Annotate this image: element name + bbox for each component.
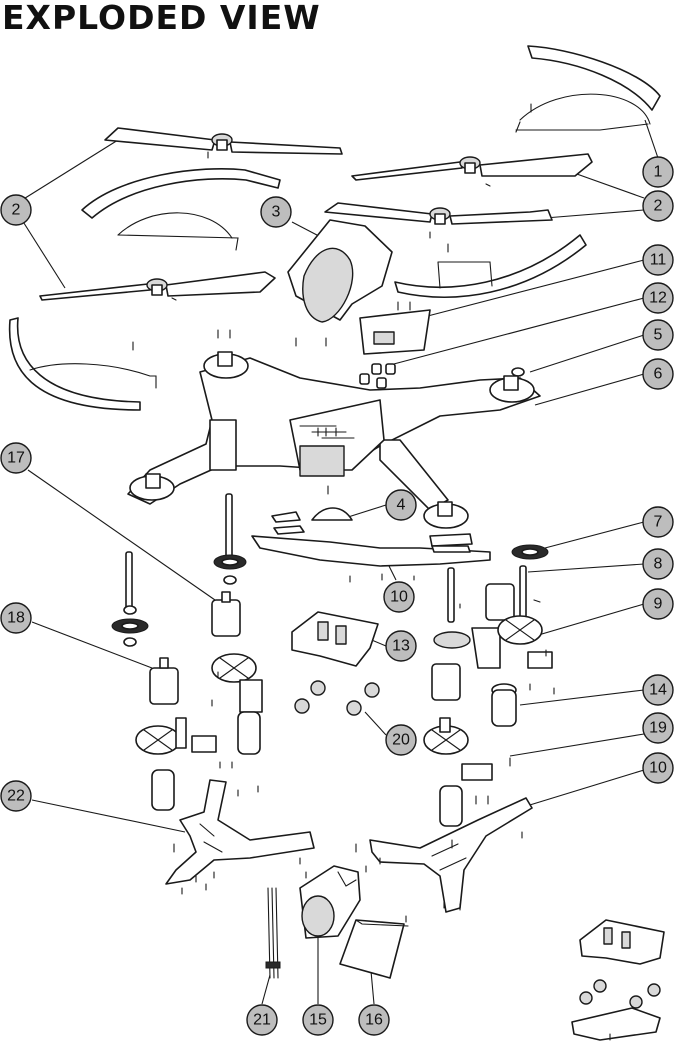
- propeller-left: [40, 272, 275, 300]
- circuit-board: [360, 310, 430, 354]
- callout-2-right: 2: [643, 191, 673, 221]
- callout-15: 15: [303, 1005, 333, 1035]
- callout-9: 9: [643, 589, 673, 619]
- svg-text:10: 10: [390, 589, 408, 606]
- callout-22: 22: [1, 781, 31, 811]
- propeller-top-right: [352, 154, 592, 180]
- gear-7: [512, 545, 548, 559]
- gear-housing-lower-right: [424, 718, 492, 826]
- prop-guard-top-right: [516, 46, 660, 132]
- callout-10-lower: 10: [643, 753, 673, 783]
- prop-guard-middle-right: [395, 235, 586, 297]
- callout-18: 18: [1, 603, 31, 633]
- svg-text:6: 6: [654, 366, 663, 383]
- callout-11: 11: [643, 245, 673, 275]
- svg-text:18: 18: [7, 610, 25, 627]
- callout-20: 20: [386, 725, 416, 755]
- svg-text:1: 1: [654, 164, 663, 181]
- callout-6: 6: [643, 359, 673, 389]
- svg-text:8: 8: [654, 556, 663, 573]
- battery: [340, 920, 408, 978]
- motor-17: [212, 592, 240, 636]
- main-frame: [128, 352, 540, 528]
- svg-text:7: 7: [654, 514, 663, 531]
- svg-text:5: 5: [654, 327, 663, 344]
- svg-text:12: 12: [649, 290, 667, 307]
- shaft-left-upper: [214, 494, 246, 584]
- svg-text:19: 19: [649, 720, 667, 737]
- callout-16: 16: [359, 1005, 389, 1035]
- prop-guard-top-left: [82, 169, 280, 250]
- callout-17: 17: [1, 443, 31, 473]
- motor-cover-14: [492, 684, 516, 726]
- svg-text:20: 20: [392, 732, 410, 749]
- svg-text:21: 21: [253, 1012, 271, 1029]
- gear-housing-9: [434, 616, 552, 668]
- svg-text:22: 22: [7, 788, 25, 805]
- leg-left: [166, 780, 314, 884]
- canopy: [288, 220, 392, 322]
- svg-text:13: 13: [392, 638, 410, 655]
- motor-18: [150, 658, 178, 704]
- callout-13: 13: [386, 631, 416, 661]
- propeller-top-left: [105, 128, 342, 154]
- gear-housing-left: [212, 654, 262, 754]
- callout-12: 12: [643, 283, 673, 313]
- inset-camera-mount-assembly: [572, 920, 664, 1040]
- svg-text:11: 11: [650, 252, 667, 269]
- svg-text:10: 10: [649, 760, 667, 777]
- svg-text:15: 15: [309, 1012, 327, 1029]
- prop-guard-left: [10, 318, 156, 410]
- svg-text:2: 2: [654, 198, 663, 215]
- camera: [300, 866, 360, 938]
- callout-10-upper: 10: [384, 582, 414, 612]
- svg-text:17: 17: [7, 450, 25, 467]
- callout-4: 4: [386, 490, 416, 520]
- cable-bundle: [266, 888, 280, 978]
- callout-21: 21: [247, 1005, 277, 1035]
- callout-19: 19: [643, 713, 673, 743]
- shaft-left-lower: [112, 552, 148, 646]
- callout-3: 3: [261, 197, 291, 227]
- propeller-middle-right: [325, 203, 552, 224]
- gear-housing-lower-left: [136, 718, 216, 810]
- callout-14: 14: [643, 675, 673, 705]
- callout-8: 8: [643, 549, 673, 579]
- rubber-dampers: [295, 681, 379, 715]
- svg-text:4: 4: [397, 497, 406, 514]
- camera-mount: [292, 612, 378, 666]
- svg-text:16: 16: [365, 1012, 383, 1029]
- battery-door: [312, 508, 352, 520]
- callout-1: 1: [643, 157, 673, 187]
- callout-7: 7: [643, 507, 673, 537]
- callout-2-left: 2: [1, 195, 31, 225]
- svg-text:3: 3: [272, 204, 281, 221]
- svg-text:2: 2: [12, 202, 21, 219]
- callout-5: 5: [643, 320, 673, 350]
- svg-text:14: 14: [649, 682, 667, 699]
- svg-text:9: 9: [654, 596, 663, 613]
